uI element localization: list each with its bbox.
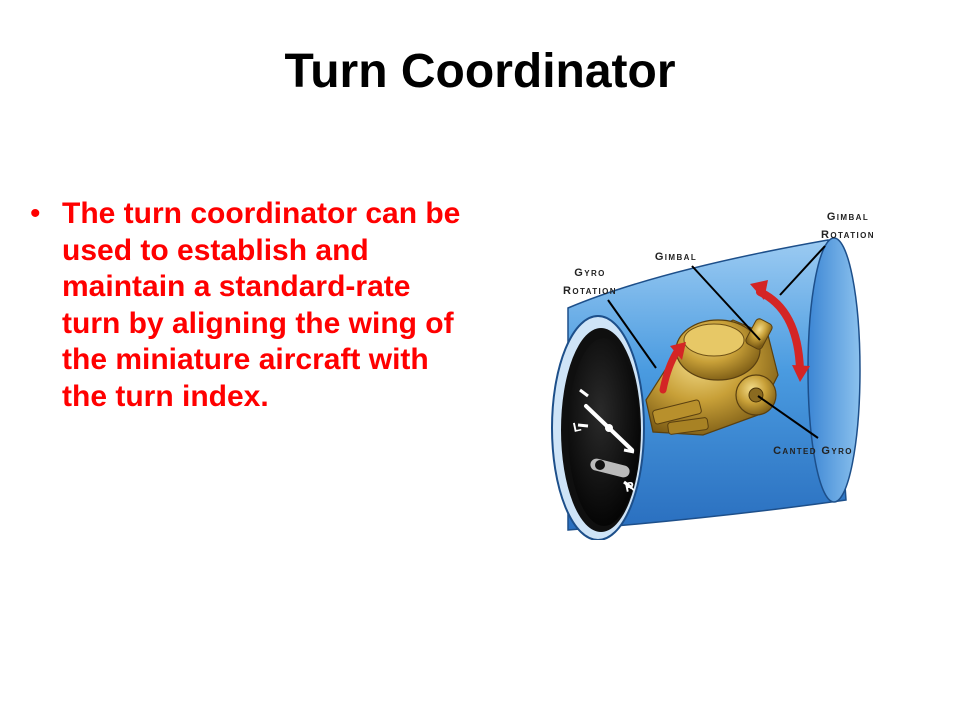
- bullet-item: • The turn coordinator can be used to es…: [30, 196, 470, 415]
- bullet-list: • The turn coordinator can be used to es…: [30, 196, 470, 415]
- case-rear-end: [807, 237, 861, 503]
- turn-coordinator-illustration: L R Gimbal: [528, 200, 888, 541]
- leader-gimbal-rotation: [779, 245, 826, 296]
- gimbal-rotation-arrow: [750, 280, 810, 382]
- instrument-cutaway-diagram: L R: [551, 237, 861, 541]
- bullet-icon: •: [30, 197, 41, 230]
- slide-title: Turn Coordinator: [284, 45, 676, 98]
- dial-label-left: L: [572, 419, 583, 435]
- callout-gimbal: Gimbal: [654, 251, 698, 263]
- leader-gimbal: [691, 265, 761, 341]
- callout-gimbal-rotation: Gimbal Rotation: [821, 211, 875, 241]
- callout-gyro-rotation: Gyro Rotation: [563, 267, 617, 297]
- dial-label-right: R: [624, 478, 637, 495]
- leader-canted-gyro: [757, 395, 819, 439]
- gyro-rotation-arrow: [659, 342, 686, 394]
- instrument-dial: L R: [568, 338, 640, 526]
- leader-gyro-rotation: [607, 299, 657, 369]
- gyro-assembly: [645, 318, 779, 436]
- bullet-text: The turn coordinator can be used to esta…: [62, 197, 461, 413]
- callout-canted-gyro: Canted Gyro: [773, 445, 853, 457]
